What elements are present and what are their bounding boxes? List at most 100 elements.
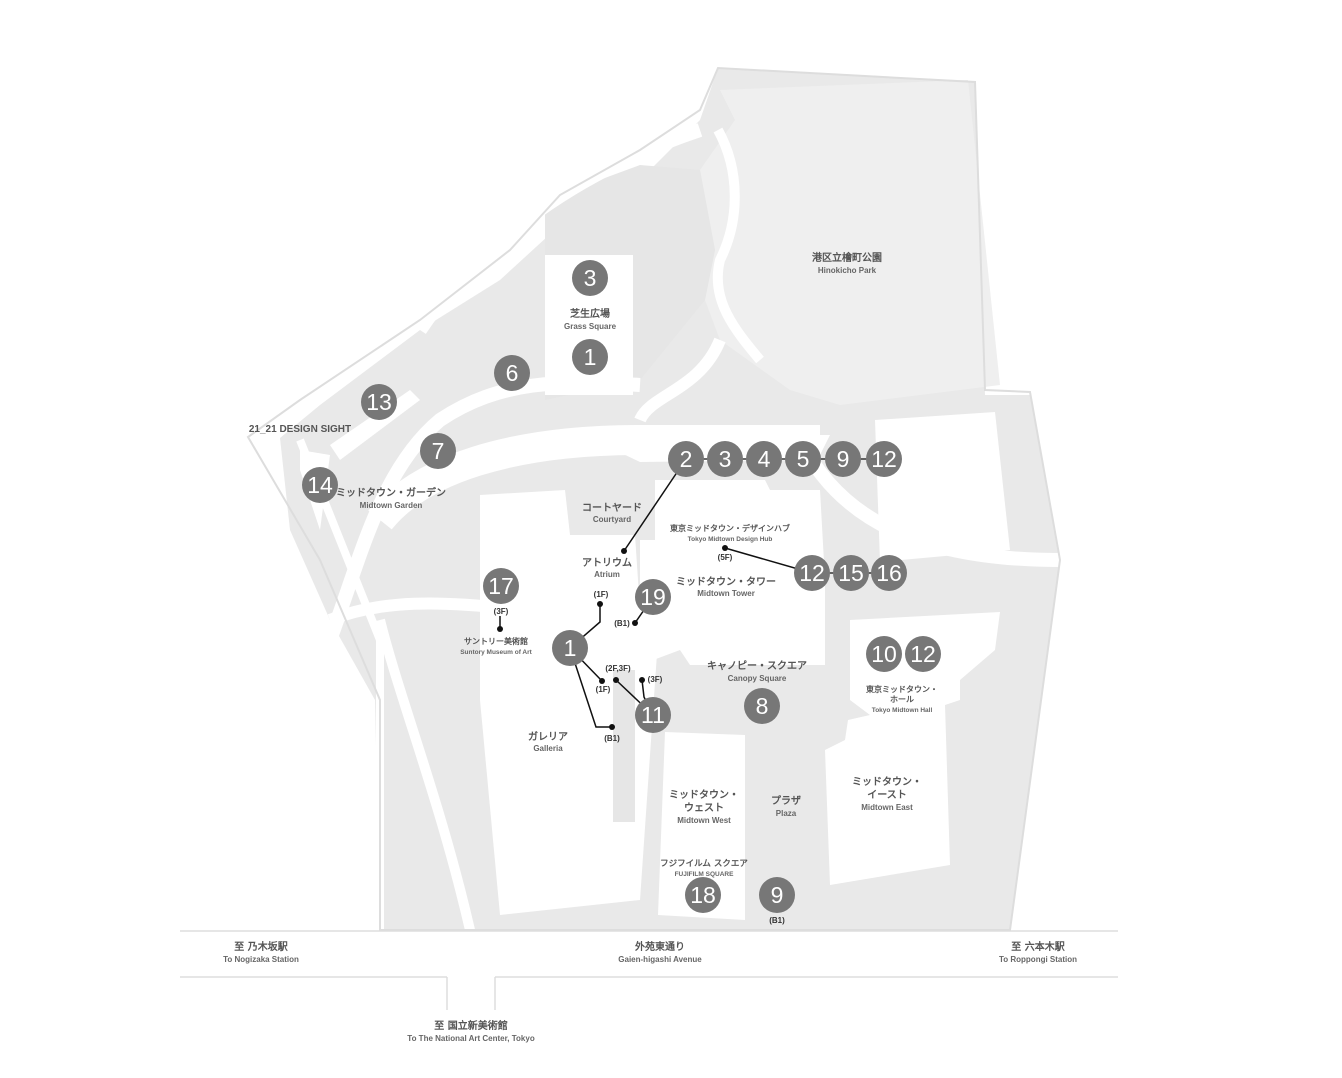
marker-19[interactable]: 19 [635,579,671,615]
fujifilm-label-en: FUJIFILM SQUARE [675,871,735,878]
svg-text:3: 3 [584,265,597,291]
atrium-label-en: Atrium [594,570,620,579]
svg-text:4: 4 [758,446,771,472]
svg-text:14: 14 [307,472,333,498]
roppongi-label-jp: 至 六本木駅 [1011,940,1065,953]
nogizaka-label-en: To Nogizaka Station [223,955,299,964]
hall-label-jp-1: 東京ミッドタウン・ [866,684,938,694]
marker-row-3[interactable]: 3 [707,441,743,477]
roppongi-label-en: To Roppongi Station [999,955,1077,964]
street-lines [180,930,1118,1010]
courtyard-label-jp: コートヤード [582,502,642,514]
suntory-label-jp: サントリー美術館 [464,636,528,646]
nogizaka-label-jp: 至 乃木坂駅 [234,940,288,953]
plaza-label-en: Plaza [776,809,797,818]
svg-text:9: 9 [771,882,784,908]
marker-grass-1[interactable]: 1 [572,339,608,375]
marker-row-9[interactable]: 9 [825,441,861,477]
west-label-jp-2: ウェスト [684,802,724,814]
marker-hall-12[interactable]: 12 [905,636,941,672]
floor-label-3f-11: (3F) [648,675,663,684]
hinokicho-park-area [700,80,1000,405]
west-label-en: Midtown West [677,816,731,825]
nact-label-en: To The National Art Center, Tokyo [407,1034,535,1043]
east-label-jp-1: ミッドタウン・ [852,776,922,788]
east-annex [875,412,1010,562]
svg-text:17: 17 [488,573,514,599]
floor-label-suntory-3f: (3F) [494,607,509,616]
marker-13[interactable]: 13 [361,384,397,420]
east-building [825,612,1000,885]
svg-text:12: 12 [871,446,897,472]
svg-text:16: 16 [876,560,902,586]
marker-hub-12[interactable]: 12 [794,555,830,591]
galleria-label-jp: ガレリア [528,730,568,743]
svg-text:11: 11 [641,702,665,728]
canopy-label-jp: キャノピー・スクエア [707,660,807,672]
marker-17[interactable]: 17 [483,568,519,604]
floor-label-5f: (5F) [718,553,733,562]
site-outline [246,66,1062,931]
marker-6[interactable]: 6 [494,355,530,391]
galleria-label-en: Galleria [533,744,563,753]
avenue-label-jp: 外苑東通り [634,940,685,953]
svg-text:19: 19 [640,584,666,610]
marker-row-12[interactable]: 12 [866,441,902,477]
design-hub-label-jp: 東京ミッドタウン・デザインハブ [670,523,790,533]
courtyard-label-en: Courtyard [593,515,631,524]
svg-text:12: 12 [799,560,825,586]
svg-text:13: 13 [366,389,392,415]
marker-galleria-1[interactable]: 1 [552,630,588,666]
floor-label-b1-galleria: (B1) [604,734,620,743]
svg-text:3: 3 [719,446,732,472]
garden-label-en: Midtown Garden [360,501,423,510]
marker-grass-3[interactable]: 3 [572,260,608,296]
nact-label-jp: 至 国立新美術館 [434,1019,507,1032]
fujifilm-label-jp: フジフイルム スクエア [660,858,748,869]
west-label-jp-1: ミッドタウン・ [669,789,739,801]
plaza-label-jp: プラザ [771,794,801,807]
hinokicho-park-label-en: Hinokicho Park [818,266,877,275]
marker-9[interactable]: 9 [759,877,795,913]
floor-label-b1-19: (B1) [614,619,630,628]
tower-label-en: Midtown Tower [697,589,755,598]
floor-label-1f-top: (1F) [594,590,609,599]
galleria-void [613,670,635,822]
svg-text:12: 12 [910,641,936,667]
design-sight-block-2 [330,390,420,460]
svg-text:7: 7 [432,438,445,464]
design-sight-label: 21_21 DESIGN SIGHT [249,424,351,435]
grass-square-label-jp: 芝生広場 [570,307,610,320]
marker-hub-15[interactable]: 15 [833,555,869,591]
marker-row-2[interactable]: 2 [668,441,704,477]
svg-text:2: 2 [680,446,693,472]
tower-building [640,480,825,665]
marker-row-4[interactable]: 4 [746,441,782,477]
floor-label-1f-low: (1F) [596,685,611,694]
svg-text:9: 9 [837,446,850,472]
svg-text:5: 5 [797,446,810,472]
svg-text:1: 1 [564,635,577,661]
svg-text:1: 1 [584,344,597,370]
marker-18[interactable]: 18 [685,877,721,913]
garden-label-jp: ミッドタウン・ガーデン [336,486,446,499]
suntory-label-en: Suntory Museum of Art [460,649,532,656]
avenue-label-en: Gaien-higashi Avenue [618,955,702,964]
svg-text:6: 6 [506,360,519,386]
east-label-jp-2: イースト [867,789,907,801]
marker-11[interactable]: 11 [635,697,671,733]
grass-square-label-en: Grass Square [564,322,617,331]
marker-8[interactable]: 8 [744,688,780,724]
svg-text:15: 15 [838,560,864,586]
design-hub-label-en: Tokyo Midtown Design Hub [688,536,773,543]
marker-14[interactable]: 14 [302,467,338,503]
tower-label-jp: ミッドタウン・タワー [676,576,776,588]
hall-label-jp-2: ホール [890,695,914,704]
marker-hub-16[interactable]: 16 [871,555,907,591]
marker-hall-10[interactable]: 10 [866,636,902,672]
marker-row-5[interactable]: 5 [785,441,821,477]
marker-7[interactable]: 7 [420,433,456,469]
west-building [658,732,745,920]
leader-dots [497,545,728,730]
